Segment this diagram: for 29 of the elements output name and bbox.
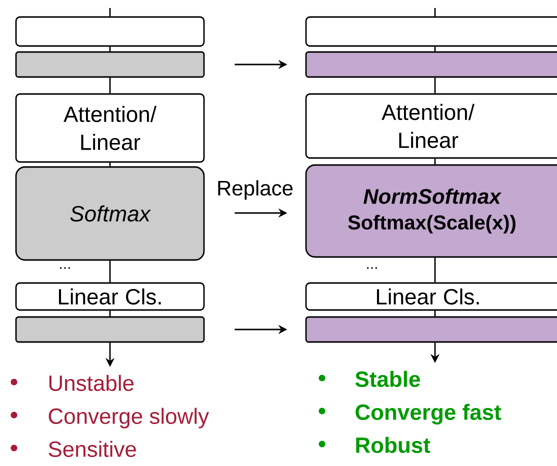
connector-line <box>109 46 111 52</box>
layer-bar <box>15 316 205 343</box>
bullet-list: Stable Converge fast Robust <box>355 370 502 454</box>
layer-bar <box>15 51 205 78</box>
connector-line <box>109 78 111 94</box>
connector-line <box>434 310 436 316</box>
softmax-box: NormSoftmax Softmax(Scale(x)) <box>305 164 557 258</box>
layer-box: Linear Cls. <box>15 282 205 311</box>
empty-box <box>305 16 557 47</box>
layer-box: Attention/ Linear <box>15 93 205 163</box>
connector-line <box>109 260 111 282</box>
ellipsis: ... <box>367 267 377 269</box>
connector-line <box>434 258 436 282</box>
connector-line <box>109 162 111 166</box>
layer-box: Linear Cls. <box>305 282 557 311</box>
connector-line <box>109 310 111 316</box>
softmax-box: Softmax <box>15 166 205 261</box>
connector-line <box>109 8 111 16</box>
empty-box <box>15 16 205 47</box>
bullet-list: Unstable Converge slowly Sensitive <box>48 374 209 458</box>
connector-line <box>434 46 436 52</box>
connector-line <box>434 158 436 164</box>
connector-line <box>434 8 436 16</box>
ellipsis: ... <box>60 267 70 269</box>
edge-label: Replace <box>218 180 293 200</box>
layer-bar <box>305 316 557 343</box>
connector-line <box>434 78 436 94</box>
layer-box: Attention/ Linear <box>305 93 557 159</box>
layer-bar <box>305 51 557 78</box>
